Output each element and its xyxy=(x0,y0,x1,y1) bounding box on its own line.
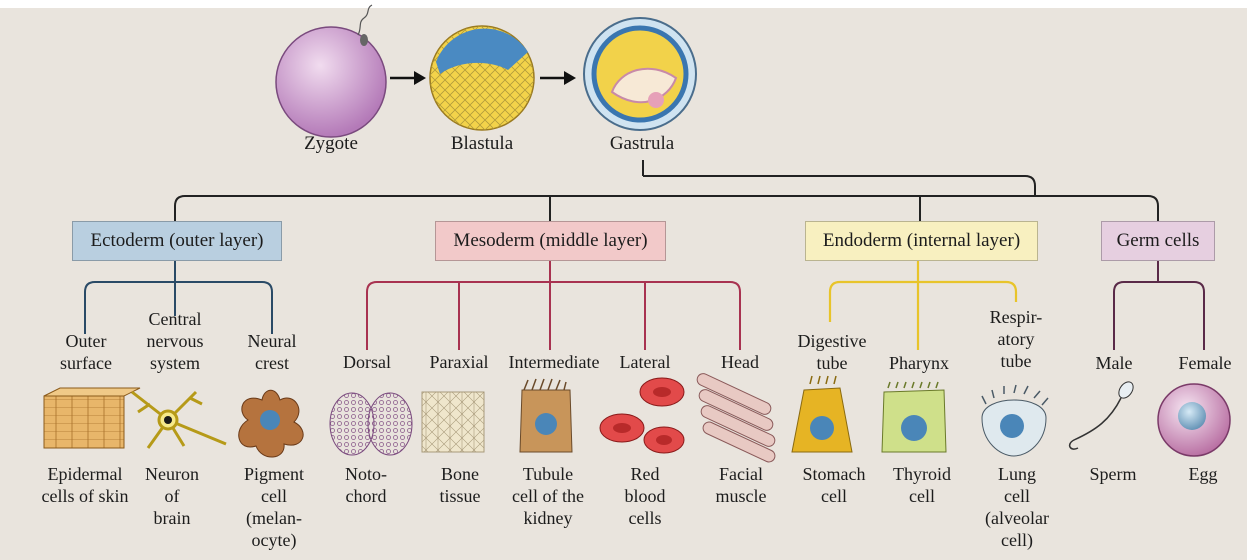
cell-label-facial-muscle: Facial muscle xyxy=(704,463,778,507)
mesoderm-box: Mesoderm (middle layer) xyxy=(435,221,666,261)
branch-lateral: Lateral xyxy=(611,351,679,373)
branch-intermediate: Intermediate xyxy=(497,351,611,373)
facial-muscle-illustration xyxy=(695,372,777,464)
cell-label-notochord: Noto- chord xyxy=(334,463,398,507)
neuron-illustration xyxy=(132,392,226,448)
cell-label-thyroid: Thyroid cell xyxy=(880,463,964,507)
egg-illustration xyxy=(1158,384,1230,456)
cell-label-bone: Bone tissue xyxy=(428,463,492,507)
stage-label-blastula: Blastula xyxy=(440,133,524,155)
main-tree-lines xyxy=(175,160,1158,221)
arrow-blastula-gastrula xyxy=(540,71,576,85)
branch-respiratory-tube: Respir- atory tube xyxy=(976,306,1056,372)
bone-tissue-illustration xyxy=(422,392,484,452)
cell-label-stomach: Stomach cell xyxy=(788,463,880,507)
branch-female: Female xyxy=(1168,352,1242,374)
epidermal-cells-illustration xyxy=(44,388,140,448)
branch-male: Male xyxy=(1082,352,1146,374)
blastula-illustration xyxy=(430,26,534,130)
cell-label-neuron: Neuron of brain xyxy=(140,463,204,529)
lung-cell-illustration xyxy=(982,385,1048,456)
branch-digestive-tube: Digestive tube xyxy=(786,330,878,374)
germ-cells-box: Germ cells xyxy=(1101,221,1215,261)
endoderm-box: Endoderm (internal layer) xyxy=(805,221,1038,261)
cell-label-epidermal: Epidermal cells of skin xyxy=(26,463,144,507)
cell-label-lung: Lung cell (alveolar cell) xyxy=(974,463,1060,551)
cell-label-sperm: Sperm xyxy=(1080,463,1146,485)
branch-pharynx: Pharynx xyxy=(878,352,960,374)
zygote-illustration xyxy=(276,5,386,137)
gastrula-illustration xyxy=(584,18,696,130)
branch-head: Head xyxy=(708,351,772,373)
arrow-zygote-blastula xyxy=(390,71,426,85)
notochord-illustration xyxy=(330,393,412,455)
germ-branch-lines xyxy=(1114,261,1204,350)
cell-label-egg: Egg xyxy=(1170,463,1236,485)
cell-label-pigment: Pigment cell (melan- ocyte) xyxy=(236,463,312,551)
cell-label-tubule: Tubule cell of the kidney xyxy=(500,463,596,529)
thyroid-cell-illustration xyxy=(882,382,946,452)
stage-label-zygote: Zygote xyxy=(291,133,371,155)
ectoderm-box: Ectoderm (outer layer) xyxy=(72,221,282,261)
cell-label-red-blood: Red blood cells xyxy=(612,463,678,529)
stage-label-gastrula: Gastrula xyxy=(597,133,687,155)
stomach-cell-illustration xyxy=(792,376,852,452)
branch-paraxial: Paraxial xyxy=(418,351,500,373)
kidney-tubule-cell-illustration xyxy=(520,379,572,452)
mesoderm-branch-lines xyxy=(367,261,740,350)
red-blood-cells-illustration xyxy=(600,378,684,453)
branch-outer-surface: Outer surface xyxy=(50,330,122,374)
branch-dorsal: Dorsal xyxy=(330,351,404,373)
sperm-illustration xyxy=(1070,379,1136,449)
pigment-cell-illustration xyxy=(239,390,303,457)
branch-neural-crest: Neural crest xyxy=(236,330,308,374)
branch-central-nervous-system: Central nervous system xyxy=(135,308,215,374)
